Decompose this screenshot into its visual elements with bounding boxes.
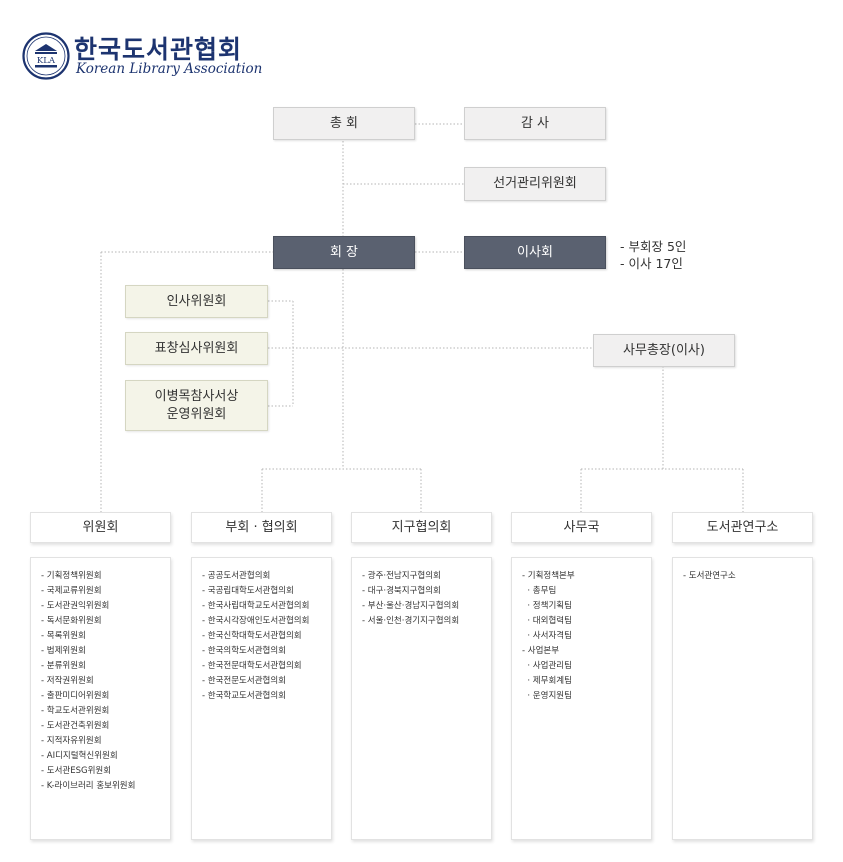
column-title-district-councils: 지구협의회 xyxy=(391,519,452,535)
general-assembly-label: 총 회 xyxy=(329,115,359,131)
list-item: · 총무팀 xyxy=(522,586,557,596)
list-item: - 기획정책본부 xyxy=(522,571,575,581)
board-note-vice-presidents: - 부회장 5인 xyxy=(620,239,687,254)
general-assembly-box: 총 회 xyxy=(273,107,415,140)
list-item: - 도서관권익위원회 xyxy=(41,601,110,611)
list-item: - 공공도서관협의회 xyxy=(202,571,271,581)
list-item: - 대구·경북지구협의회 xyxy=(362,586,441,596)
prize-committee-box: 이병목참사서상 운영위원회 xyxy=(125,380,268,431)
column-title-councils: 부회 · 협의회 xyxy=(225,519,298,535)
panel-district-councils: - 광주·전남지구협의회 - 대구·경북지구협의회 - 부산·울산·경남지구협의회 -… xyxy=(351,557,492,840)
list-item: - 사업본부 xyxy=(522,646,560,656)
panel-committees: - 기획정책위원회 - 국제교류위원회 - 도서관권익위원회 - 독서문화위원회 - 목… xyxy=(30,557,171,840)
column-header-research-institute: 도서관연구소 xyxy=(672,512,813,543)
kla-logo: KLA 한국도서관협회 Korean Library Association xyxy=(22,30,282,80)
personnel-committee-box: 인사위원회 xyxy=(125,285,268,318)
list-item: · 사서자격팀 xyxy=(522,631,572,641)
list-item: · 정책기획팀 xyxy=(522,601,572,611)
committee-list: - 기획정책위원회 - 국제교류위원회 - 도서관권익위원회 - 독서문화위원회 - 목… xyxy=(41,569,170,794)
list-item: - 서울·인천·경기지구협의회 xyxy=(362,616,460,626)
list-item: - 학교도서관위원회 xyxy=(41,706,110,716)
column-header-district-councils: 지구협의회 xyxy=(351,512,492,543)
list-item: - 국공립대학도서관협의회 xyxy=(202,586,294,596)
list-item: - 지적자유위원회 xyxy=(41,736,102,746)
kla-seal-icon: KLA xyxy=(22,32,70,80)
list-item: - 도서관ESG위원회 xyxy=(41,766,112,776)
list-item: - 한국전문도서관협의회 xyxy=(202,676,286,686)
list-item: - 기획정책위원회 xyxy=(41,571,102,581)
panel-councils: - 공공도서관협의회 - 국공립대학도서관협의회 - 한국사립대학교도서관협의회 - … xyxy=(191,557,332,840)
list-item: - 한국시각장애인도서관협의회 xyxy=(202,616,310,626)
list-item: - 국제교류위원회 xyxy=(41,586,102,596)
list-item: - 분류위원회 xyxy=(41,661,86,671)
secretariat-list: - 기획정책본부 · 총무팀 · 정책기획팀 · 대외협력팀 · 사서자격팀 - … xyxy=(522,569,651,704)
election-committee-box: 선거관리위원회 xyxy=(464,167,606,201)
list-item: - 한국학교도서관협의회 xyxy=(202,691,286,701)
list-item: - 도서관연구소 xyxy=(683,571,736,581)
list-item: - 목록위원회 xyxy=(41,631,86,641)
list-item: - 한국신학대학도서관협의회 xyxy=(202,631,302,641)
column-header-secretariat: 사무국 xyxy=(511,512,652,543)
council-list: - 공공도서관협의회 - 국공립대학도서관협의회 - 한국사립대학교도서관협의회 - … xyxy=(202,569,331,704)
list-item: · 사업관리팀 xyxy=(522,661,572,671)
list-item: · 대외협력팀 xyxy=(522,616,572,626)
board-box: 이사회 xyxy=(464,236,606,269)
list-item: - 도서관건축위원회 xyxy=(41,721,110,731)
prize-committee-label-line2: 운영위원회 xyxy=(166,406,227,422)
list-item: - K-라이브러리 홍보위원회 xyxy=(41,781,136,791)
list-item: - AI디지털혁신위원회 xyxy=(41,751,118,761)
list-item: - 한국의학도서관협의회 xyxy=(202,646,286,656)
list-item: - 독서문화위원회 xyxy=(41,616,102,626)
list-item: - 법제위원회 xyxy=(41,646,86,656)
secretary-general-label: 사무총장(이사) xyxy=(623,342,705,358)
personnel-committee-label: 인사위원회 xyxy=(166,293,227,309)
audit-box: 감 사 xyxy=(464,107,606,140)
president-label: 회 장 xyxy=(329,244,359,260)
list-item: - 출판미디어위원회 xyxy=(41,691,110,701)
column-header-councils: 부회 · 협의회 xyxy=(191,512,332,543)
column-header-committees: 위원회 xyxy=(30,512,171,543)
logo-english-title: Korean Library Association xyxy=(76,61,263,77)
district-council-list: - 광주·전남지구협의회 - 대구·경북지구협의회 - 부산·울산·경남지구협의회 -… xyxy=(362,569,491,629)
panel-secretariat: - 기획정책본부 · 총무팀 · 정책기획팀 · 대외협력팀 · 사서자격팀 - … xyxy=(511,557,652,840)
audit-label: 감 사 xyxy=(520,115,550,131)
logo-korean-title: 한국도서관협회 xyxy=(74,35,243,64)
list-item: · 제무회계팀 xyxy=(522,676,572,686)
column-title-committees: 위원회 xyxy=(82,519,119,535)
board-notes: - 부회장 5인 - 이사 17인 xyxy=(620,238,686,272)
list-item: - 한국전문대학도서관협의회 xyxy=(202,661,302,671)
panel-research-institute: - 도서관연구소 xyxy=(672,557,813,840)
column-title-secretariat: 사무국 xyxy=(563,519,600,535)
award-committee-label: 표창심사위원회 xyxy=(154,340,239,356)
board-label: 이사회 xyxy=(517,244,553,260)
list-item: - 광주·전남지구협의회 xyxy=(362,571,441,581)
research-institute-list: - 도서관연구소 xyxy=(683,569,812,584)
award-committee-box: 표창심사위원회 xyxy=(125,332,268,365)
seal-text: KLA xyxy=(37,56,56,66)
list-item: - 저작권위원회 xyxy=(41,676,94,686)
list-item: · 운영지원팀 xyxy=(522,691,572,701)
board-note-directors: - 이사 17인 xyxy=(620,256,683,271)
list-item: - 한국사립대학교도서관협의회 xyxy=(202,601,310,611)
prize-committee-label-line1: 이병목참사서상 xyxy=(154,388,239,404)
president-box: 회 장 xyxy=(273,236,415,269)
secretary-general-box: 사무총장(이사) xyxy=(593,334,735,367)
list-item: - 부산·울산·경남지구협의회 xyxy=(362,601,460,611)
column-title-research-institute: 도서관연구소 xyxy=(706,519,779,535)
election-committee-label: 선거관리위원회 xyxy=(493,176,577,191)
